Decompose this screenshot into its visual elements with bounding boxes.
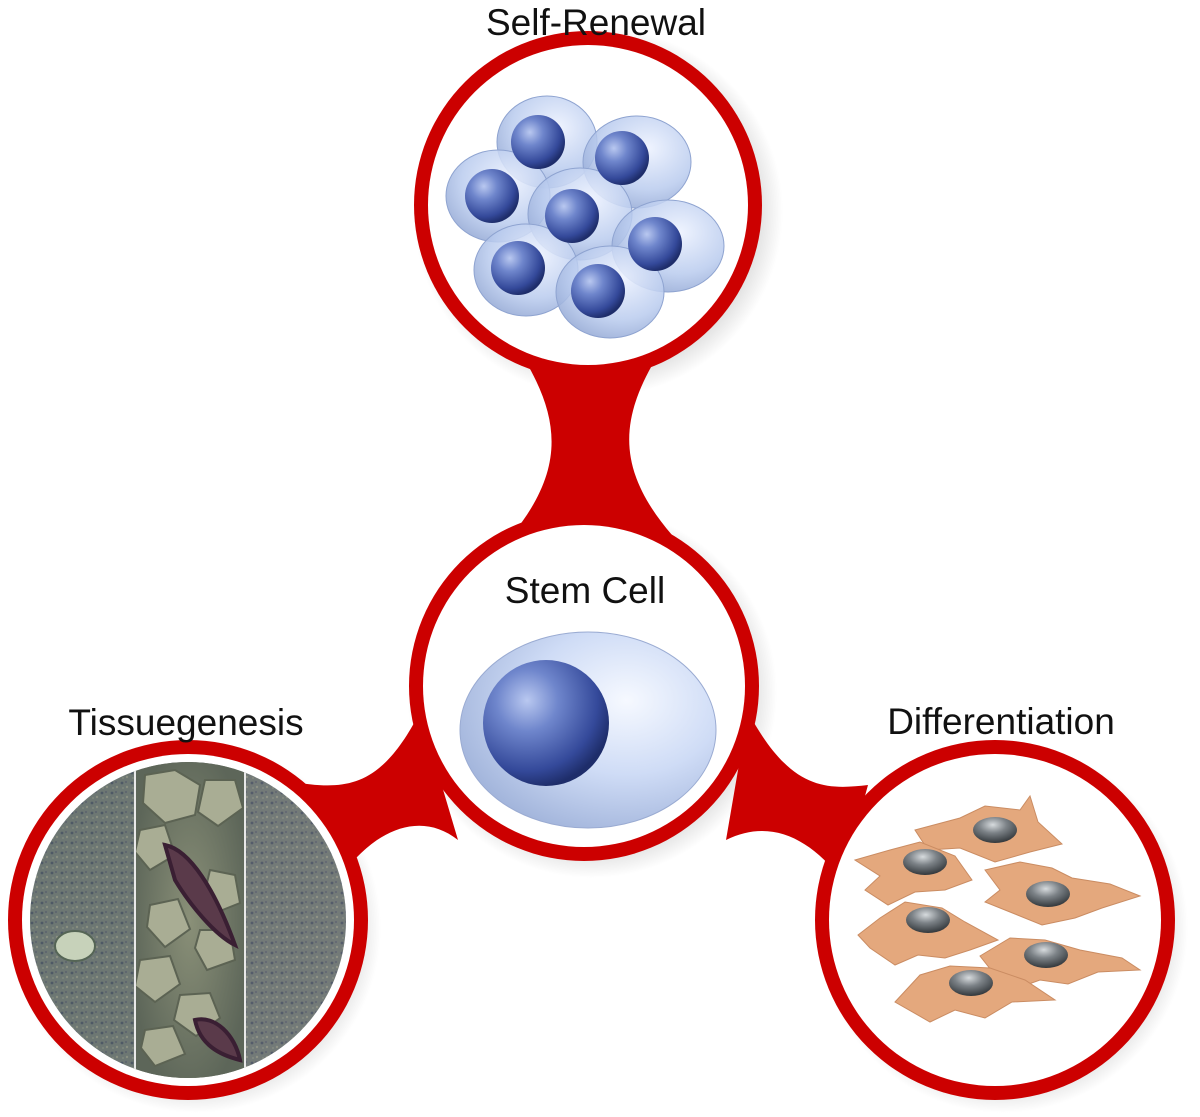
- stem-cell-label: Stem Cell: [504, 570, 666, 611]
- cell-cluster-icon: [445, 95, 725, 339]
- connector-right: [726, 712, 868, 880]
- circle-right: [815, 740, 1175, 1100]
- stem-cell-icon: [459, 631, 717, 829]
- fibroblast-cells-icon: [853, 794, 1142, 1023]
- tissuegenesis-label: Tissuegenesis: [68, 702, 304, 743]
- self-renewal-label: Self-Renewal: [485, 2, 707, 43]
- differentiation-label: Differentiation: [887, 701, 1115, 742]
- connector-top: [512, 360, 672, 535]
